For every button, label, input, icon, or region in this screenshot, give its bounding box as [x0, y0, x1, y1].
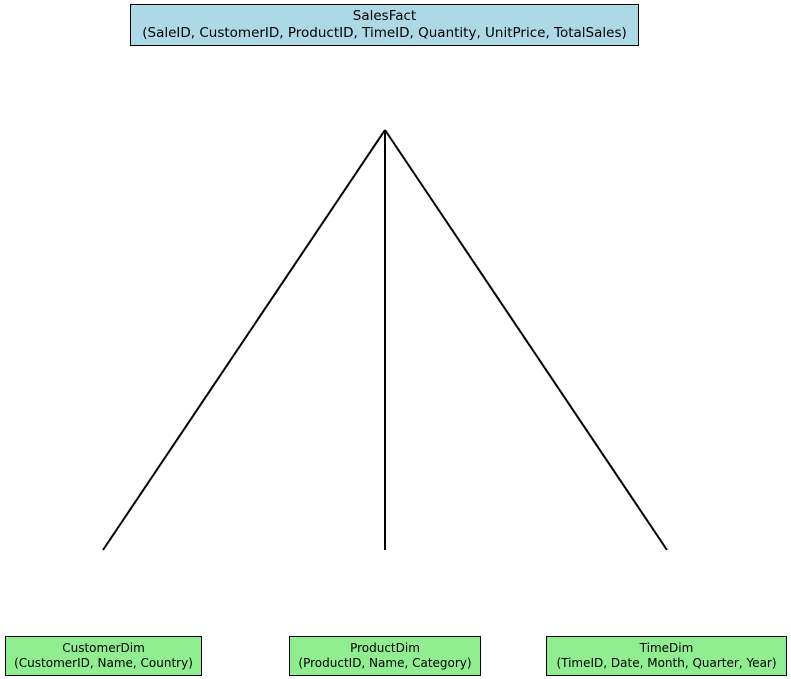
dimension-table-fields: (TimeID, Date, Month, Quarter, Year)	[556, 656, 777, 670]
fact-table-name: SalesFact	[352, 8, 417, 24]
dimension-table-name: TimeDim	[639, 641, 694, 655]
connector-salesfact-customerdim	[102, 129, 386, 551]
dimension-table-fields: (ProductID, Name, Category)	[298, 656, 472, 670]
connector-salesfact-timedim	[384, 129, 668, 551]
dimension-table-name: ProductDim	[350, 641, 420, 655]
dimension-table-timedim: TimeDim (TimeID, Date, Month, Quarter, Y…	[546, 636, 787, 676]
dimension-table-name: CustomerDim	[62, 641, 145, 655]
fact-table-fields: (SaleID, CustomerID, ProductID, TimeID, …	[142, 25, 627, 41]
dimension-table-customerdim: CustomerDim (CustomerID, Name, Country)	[5, 636, 202, 676]
dimension-table-fields: (CustomerID, Name, Country)	[14, 656, 193, 670]
dimension-table-productdim: ProductDim (ProductID, Name, Category)	[289, 636, 481, 676]
fact-table-salesfact: SalesFact (SaleID, CustomerID, ProductID…	[130, 4, 639, 46]
